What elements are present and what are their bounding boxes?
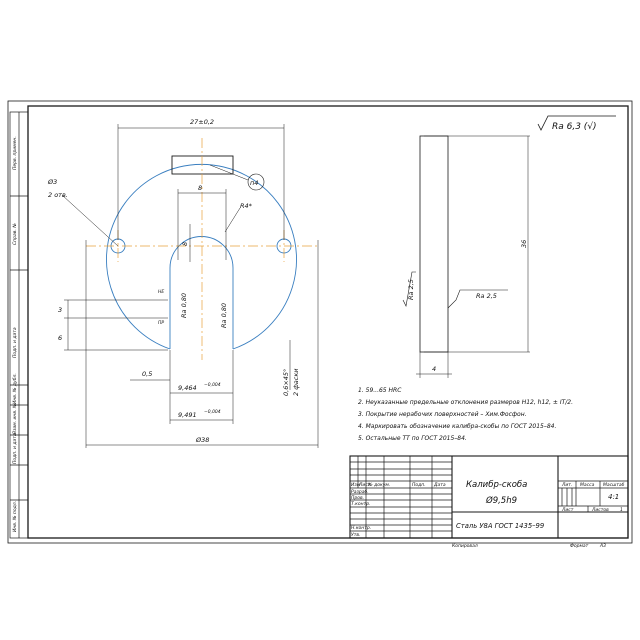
tb-sign: Подп. — [412, 482, 426, 488]
dimension-lines — [61, 124, 319, 448]
note-2: 2. Неуказанные предельные отклонения раз… — [358, 399, 573, 406]
tb-sheets-val: 1 — [620, 507, 623, 513]
side-stamp — [9, 111, 29, 539]
stamp-2: Справ. № — [12, 223, 18, 245]
note-1: 1. 59...65 HRC — [358, 387, 402, 394]
marker-ne: НЕ — [158, 289, 164, 295]
note-3: 3. Покрытие нерабочих поверхностей – Хим… — [358, 411, 527, 418]
stamp-4: Инв. № дубл. — [12, 373, 18, 404]
dim-nogo: 9,491 — [178, 411, 197, 419]
dim-slot-depth: 8 — [181, 242, 189, 246]
note-5: 5. Остальные ТТ по ГОСТ 2015–84. — [358, 435, 467, 442]
dim-6: 6 — [58, 334, 62, 342]
ra-right: Ra 0,80 — [220, 303, 228, 328]
tb-format: Формат — [570, 543, 589, 549]
dim-chamfer2: 2 фаски — [292, 369, 300, 396]
dim-nogo-tol: −0,004 — [204, 409, 221, 415]
roughness-general: Ra 6,3 (√) — [537, 115, 616, 132]
dim-go-tol: −0,004 — [204, 382, 221, 388]
dim-chamfer: 0,6×45° — [282, 369, 290, 396]
tb-copied: Копировал — [452, 543, 478, 549]
center-axes — [86, 138, 318, 360]
note-4: 4. Маркировать обозначение калибра-скобы… — [358, 423, 556, 430]
dim-slot-width: 8 — [198, 184, 202, 192]
mark-circle — [247, 173, 265, 191]
dim-mark: п4 — [250, 179, 258, 187]
dim-width-top: 27±0,2 — [190, 118, 214, 126]
dim-05: 0,5 — [142, 370, 152, 378]
tb-role-1: Пров. — [351, 495, 364, 501]
tb-doc: № докум. — [367, 482, 390, 488]
tb-sheet: Лист — [561, 507, 574, 513]
side-view — [402, 135, 530, 378]
dim-side-thick: 4 — [432, 365, 436, 373]
dim-go: 9,464 — [178, 384, 197, 392]
stamp-7: Инв. № подл. — [12, 501, 18, 532]
tb-massa: Масса — [580, 482, 595, 488]
tb-role-0: Разраб. — [351, 489, 369, 495]
tb-role-5: Утв. — [351, 532, 360, 538]
dim-radius: R4* — [240, 202, 253, 210]
tb-role-2: Т.контр. — [351, 501, 371, 507]
title-block — [349, 455, 629, 539]
stamp-3: Подп. и дата — [12, 327, 18, 358]
dim-hole-count: 2 отв. — [48, 191, 68, 199]
tb-format-val: А3 — [599, 543, 606, 549]
stamp-5: Взам. инв. № — [12, 403, 18, 434]
notes: 1. 59...65 HRC 2. Неуказанные предельные… — [358, 387, 573, 442]
gauge-contour — [106, 155, 297, 350]
tb-role-4: Н.контр. — [351, 525, 371, 531]
tb-scale: 4:1 — [608, 493, 619, 501]
marker-pr: ПР — [158, 320, 164, 326]
stamp-6: Подп. и дата — [12, 433, 18, 464]
ra-side1: Ra 2,5 — [407, 279, 415, 300]
tb-izm: Изм — [351, 482, 361, 488]
tb-list: Лист — [358, 482, 371, 488]
ra-left: Ra 0,80 — [180, 293, 188, 318]
tb-date: Дата — [433, 482, 446, 488]
tb-part-name: Калибр-скоба — [466, 480, 527, 490]
dim-hole: Ø3 — [47, 178, 57, 186]
roughness-text: Ra 6,3 (√) — [552, 121, 597, 132]
tb-lit: Лит. — [561, 482, 572, 488]
tb-material: Сталь У8А ГОСТ 1435–99 — [456, 522, 544, 530]
dim-side-height: 36 — [520, 240, 528, 248]
tb-masshtab: Масштаб — [603, 482, 625, 488]
ra-side2: Ra 2,5 — [476, 292, 497, 300]
stamp-1: Перв. примен. — [12, 136, 18, 170]
tb-sheets: Листов — [591, 507, 609, 513]
outer-frame — [7, 100, 633, 544]
tb-part-size: Ø9,5h9 — [485, 495, 517, 506]
dim-3: 3 — [58, 306, 62, 314]
dim-diameter: Ø38 — [195, 436, 209, 444]
